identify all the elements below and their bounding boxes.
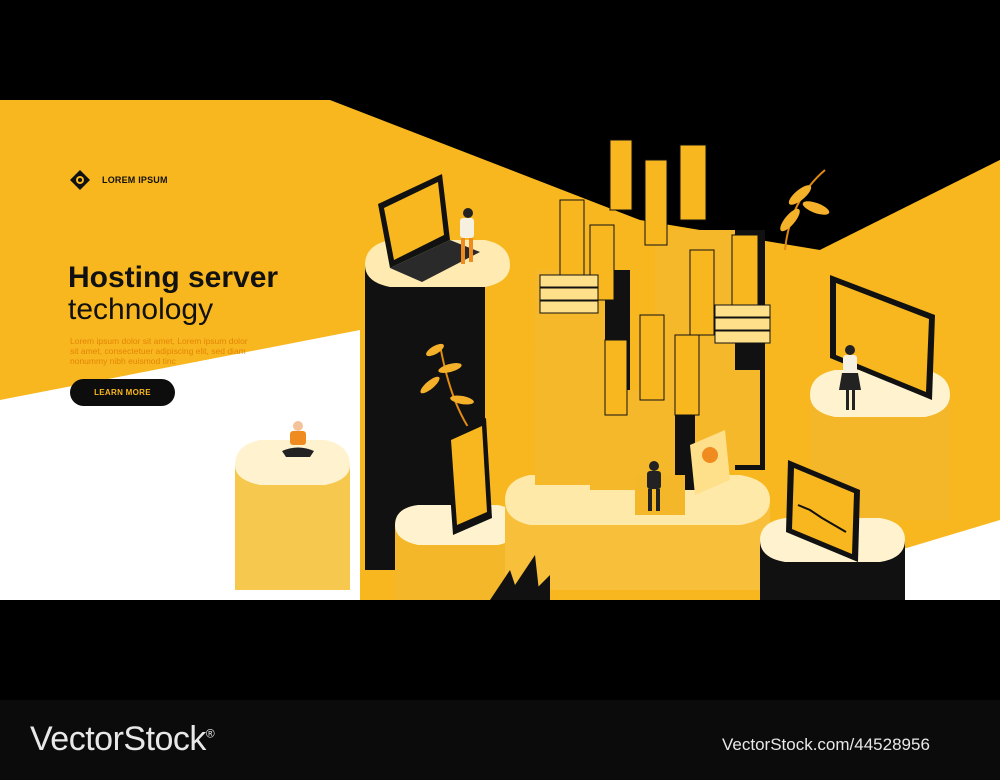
bottom-black-band [0, 600, 1000, 700]
person-with-laptop-icon [635, 461, 685, 515]
leaf-icon [780, 169, 830, 251]
hero-description: Lorem ipsum dolor sit amet, Lorem ipsum … [70, 336, 248, 366]
watermark-brand-text: VectorStock [30, 720, 206, 758]
watermark-brand: VectorStock® [30, 720, 215, 759]
profile-card-icon [690, 430, 730, 495]
pedestal-tablet [395, 418, 520, 600]
hero-banner: LOREM IPSUM Hosting server technology Lo… [0, 100, 1000, 600]
hosting-illustration [235, 139, 950, 600]
pedestal-monitor [810, 275, 950, 520]
chart-screen-icon [786, 460, 860, 562]
pedestal-meditator [235, 421, 350, 590]
laptop-icon [378, 174, 480, 282]
top-black-band [0, 0, 1000, 100]
person-sitting-icon [460, 208, 474, 264]
learn-more-button[interactable]: LEARN MORE [70, 379, 175, 406]
registered-mark: ® [205, 726, 215, 741]
leaf-icon [420, 343, 474, 431]
server-rack-icon [559, 139, 759, 416]
server-stack-icon [539, 274, 771, 344]
title-line-2: technology [68, 293, 214, 326]
person-standing-icon [839, 345, 861, 410]
watermark-url: VectorStock.com/44528956 [722, 735, 930, 754]
watermark-bar [0, 700, 1000, 780]
brand-name: LOREM IPSUM [102, 175, 168, 185]
grass-icon [490, 555, 550, 600]
pedestal-chart-screen [760, 460, 905, 600]
meditating-person-icon [282, 421, 314, 457]
server-cluster [535, 139, 771, 490]
logo-mark-icon [70, 170, 90, 190]
tablet-icon [446, 418, 492, 535]
title-line-1: Hosting server [68, 261, 279, 294]
brand-logo[interactable]: LOREM IPSUM [68, 168, 168, 192]
page-title: Hosting server technology [68, 262, 278, 326]
